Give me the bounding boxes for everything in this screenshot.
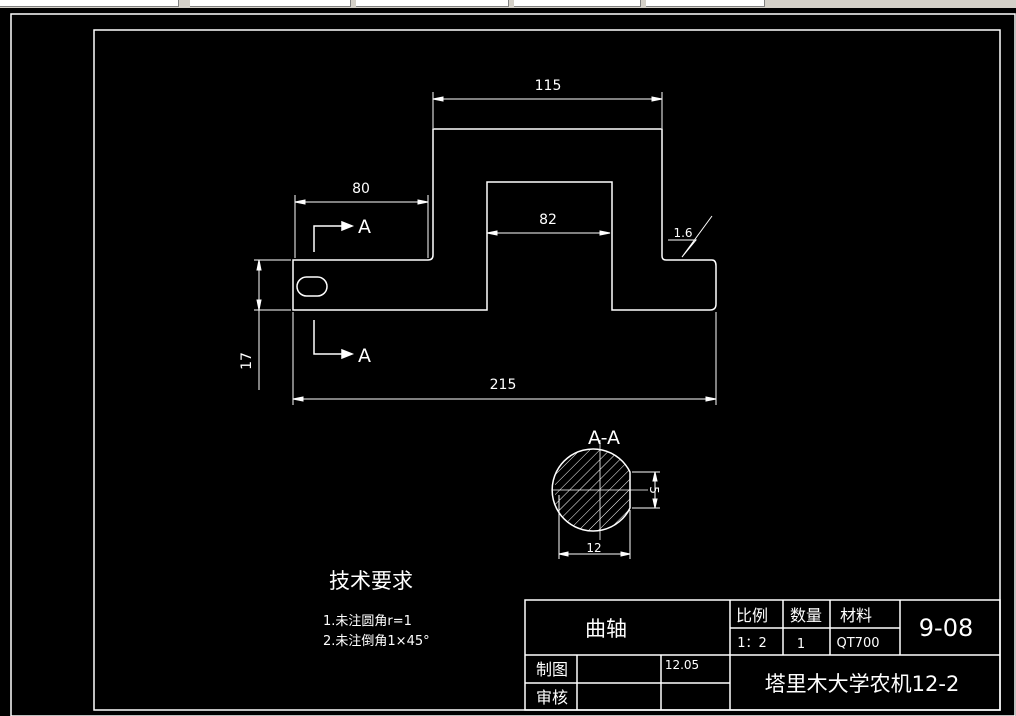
dim-text-80: 80 (352, 181, 370, 197)
sheet-border (10, 13, 1016, 716)
toolbar-field[interactable] (190, 0, 351, 7)
section-cut-marker-bottom (313, 320, 355, 360)
dim-text-82: 82 (539, 212, 557, 228)
keyway-slot (296, 276, 328, 297)
drawn-date: 12.05 (665, 658, 699, 672)
toolbar-field[interactable] (356, 0, 509, 7)
tech-requirements-title: 技术要求 (329, 569, 413, 593)
roughness-value: 1.6 (673, 226, 692, 240)
part-name: 曲轴 (585, 617, 627, 641)
cad-toolbar-strip (0, 0, 1016, 8)
cad-drawing-canvas[interactable]: 115 80 82 17 215 A A (0, 8, 1016, 716)
drawing-number: 9-08 (919, 614, 973, 642)
dim-text-17: 17 (239, 352, 255, 370)
toolbar-field[interactable] (0, 0, 179, 7)
section-letter-top: A (358, 216, 371, 238)
section-cut-marker-top (313, 220, 355, 252)
section-dimension-5 (632, 471, 660, 509)
scale-label: 比例 (736, 606, 768, 625)
tech-requirement-item: 2.未注倒角1×45° (323, 634, 430, 649)
material-label: 材料 (840, 606, 872, 625)
scale-value: 1：2 (737, 636, 767, 651)
material-value: QT700 (837, 636, 880, 651)
section-letter-bottom: A (358, 345, 371, 367)
school-class: 塔里木大学农机12-2 (765, 672, 960, 696)
section-view (551, 440, 648, 540)
tech-requirement-item: 1.未注圆角r=1 (323, 614, 412, 629)
toolbar-field[interactable] (646, 0, 765, 7)
crankshaft-outline (292, 128, 717, 311)
roughness-symbol (668, 215, 713, 258)
title-block (524, 599, 1001, 711)
dim-text-115: 115 (535, 78, 562, 94)
dim-text-215: 215 (490, 377, 517, 393)
section-dim-text-12: 12 (586, 541, 601, 555)
drawing-viewport[interactable]: 115 80 82 17 215 A A (0, 8, 1016, 716)
quantity-value: 1 (797, 637, 805, 652)
dimension-82 (486, 230, 611, 236)
dimension-215 (292, 312, 717, 405)
toolbar-field[interactable] (514, 0, 641, 7)
checked-by-label: 审核 (536, 688, 568, 707)
section-dim-text-5: 5 (647, 486, 661, 494)
section-title: A-A (588, 427, 620, 449)
quantity-label: 数量 (790, 606, 822, 625)
dimension-17 (254, 259, 291, 390)
section-dimension-12 (558, 495, 631, 559)
dimension-115 (432, 92, 663, 128)
drawn-by-label: 制图 (536, 660, 568, 679)
dimension-80 (294, 195, 429, 258)
